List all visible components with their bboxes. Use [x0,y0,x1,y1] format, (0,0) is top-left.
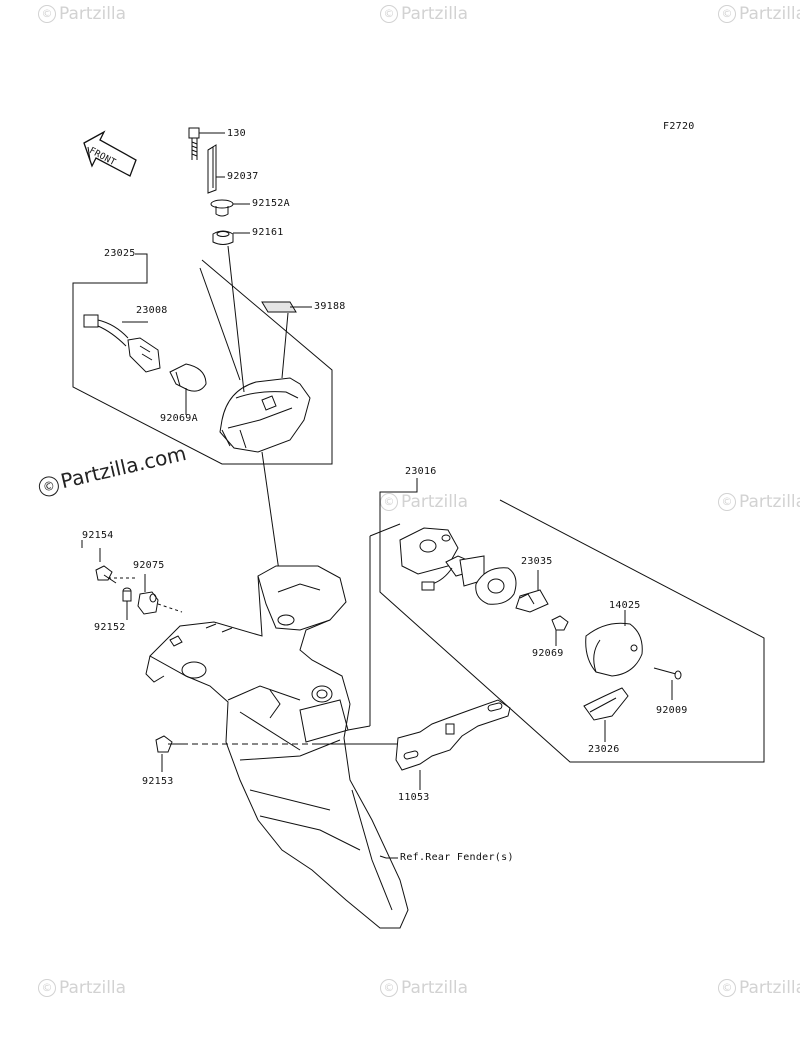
watermark: ©Partzilla [380,4,468,24]
part-label: 23025 [104,248,136,259]
part-label: 92153 [142,776,174,787]
part-label: 23008 [136,305,168,316]
collar-92152A-icon [210,199,234,217]
part-label: 14025 [609,600,641,611]
screw-92009-icon [653,667,682,680]
part-label: 23016 [405,466,437,477]
collar-92152-icon [122,587,132,602]
part-label: 92154 [82,530,114,541]
part-label: 92037 [227,171,259,182]
part-label: 92075 [133,560,165,571]
watermark: ©Partzilla [38,978,126,998]
bulb-92069A-icon [169,363,207,392]
watermark: ©Partzilla [380,978,468,998]
part-label: 92069 [532,648,564,659]
screw-92154-icon [95,548,117,584]
holder-ring-icon [475,567,517,605]
clip-23035-icon [515,589,549,613]
grommet-92161-icon [212,230,234,245]
damper-92075-icon [137,591,159,615]
watermark: ©Partzilla [718,4,800,24]
figure-code: F2720 [663,121,695,132]
part-label: 92152 [94,622,126,633]
socket-23008-icon [83,314,161,373]
part-label: 39188 [314,301,346,312]
rear-fender-icon [145,565,409,929]
lamp-base-23016-icon [399,527,459,575]
part-label: 92161 [252,227,284,238]
part-label: 23035 [521,556,553,567]
license-bracket-11053-icon [395,699,511,771]
watermark: ©Partzilla [718,492,800,512]
watermark: ©Partzilla [38,4,126,24]
lens-14025-icon [585,622,643,677]
part-label: 11053 [398,792,430,803]
reflector-23026-icon [583,687,629,721]
part-label: 92069A [160,413,198,424]
socket-wire-icon [421,555,485,591]
strap-92037-icon [207,144,217,194]
bolt-130-icon [188,127,200,160]
part-label: 130 [227,128,246,139]
bulb-92069-icon [551,615,569,631]
front-arrow-icon [83,130,137,177]
part-label: 92152A [252,198,290,209]
sticker-39188-icon [261,301,297,313]
reference-note: Ref.Rear Fender(s) [400,852,514,863]
part-label: 92009 [656,705,688,716]
watermark: ©Partzilla [718,978,800,998]
bolt-92153-icon [155,735,182,753]
tail-light-housing-icon [219,377,311,453]
part-label: 23026 [588,744,620,755]
